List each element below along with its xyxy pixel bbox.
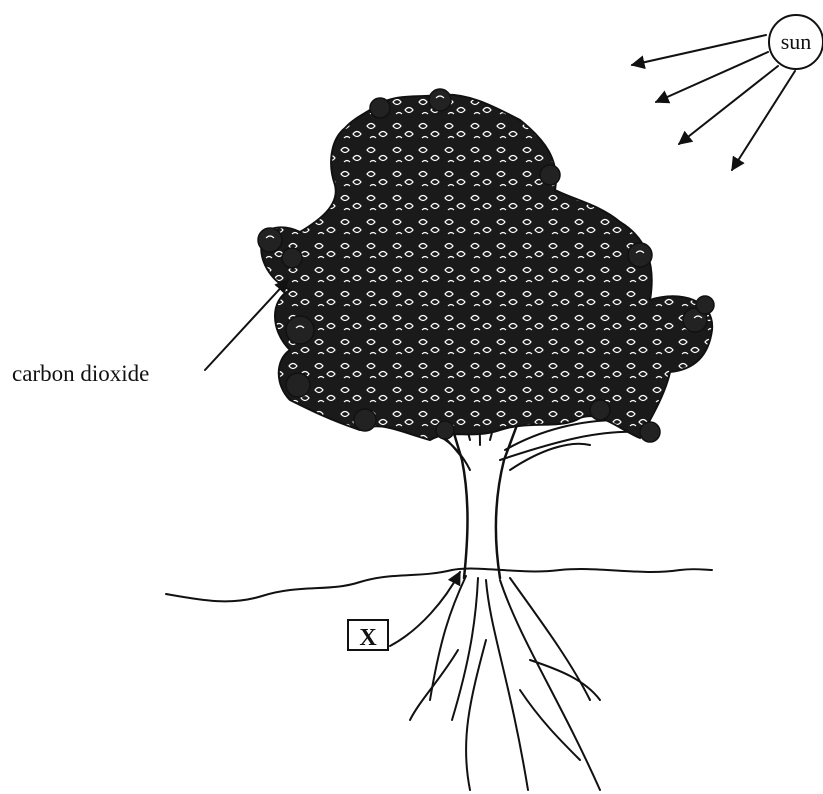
sunray-arrow-icon <box>656 52 768 102</box>
sunray-arrow-icon <box>632 35 766 65</box>
sunray-arrows <box>632 35 795 170</box>
x-marker: X <box>348 620 388 651</box>
ground-line <box>166 569 712 602</box>
carbon-dioxide-label: carbon dioxide <box>12 361 149 386</box>
tree-canopy <box>261 95 712 440</box>
x-marker-label: X <box>359 625 377 651</box>
tree-icon <box>258 89 714 790</box>
sun-icon: sun <box>769 15 823 69</box>
sun-label: sun <box>781 29 812 54</box>
arrow-icon <box>390 572 460 646</box>
sunray-arrow-icon <box>732 71 795 170</box>
sunray-arrow-icon <box>679 66 778 144</box>
